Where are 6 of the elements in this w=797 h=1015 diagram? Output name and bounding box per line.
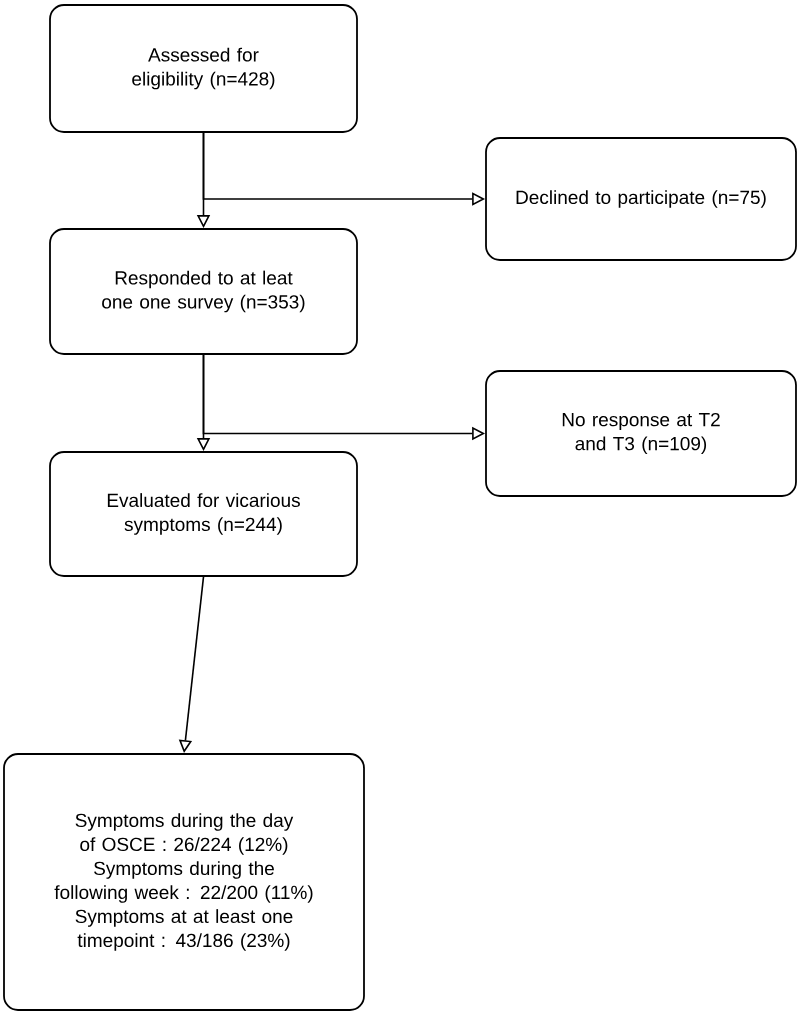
process-box: Responded to at leat one one survey (n=353) <box>49 228 358 355</box>
process-box: Assessed for eligibility (n=428) <box>49 4 358 133</box>
process-box: Declined to participate (n=75) <box>485 137 797 261</box>
process-box: Evaluated for vicarious symptoms (n=244) <box>49 451 358 577</box>
process-box: No response at T2 and T3 (n=109) <box>485 370 797 497</box>
process-box: Symptoms during the day of OSCE : 26/224 (12%) Symptoms during the following week : 22/200 (11%) Symptoms at at least one timepoint : 43/186 (23%) <box>3 753 365 1011</box>
